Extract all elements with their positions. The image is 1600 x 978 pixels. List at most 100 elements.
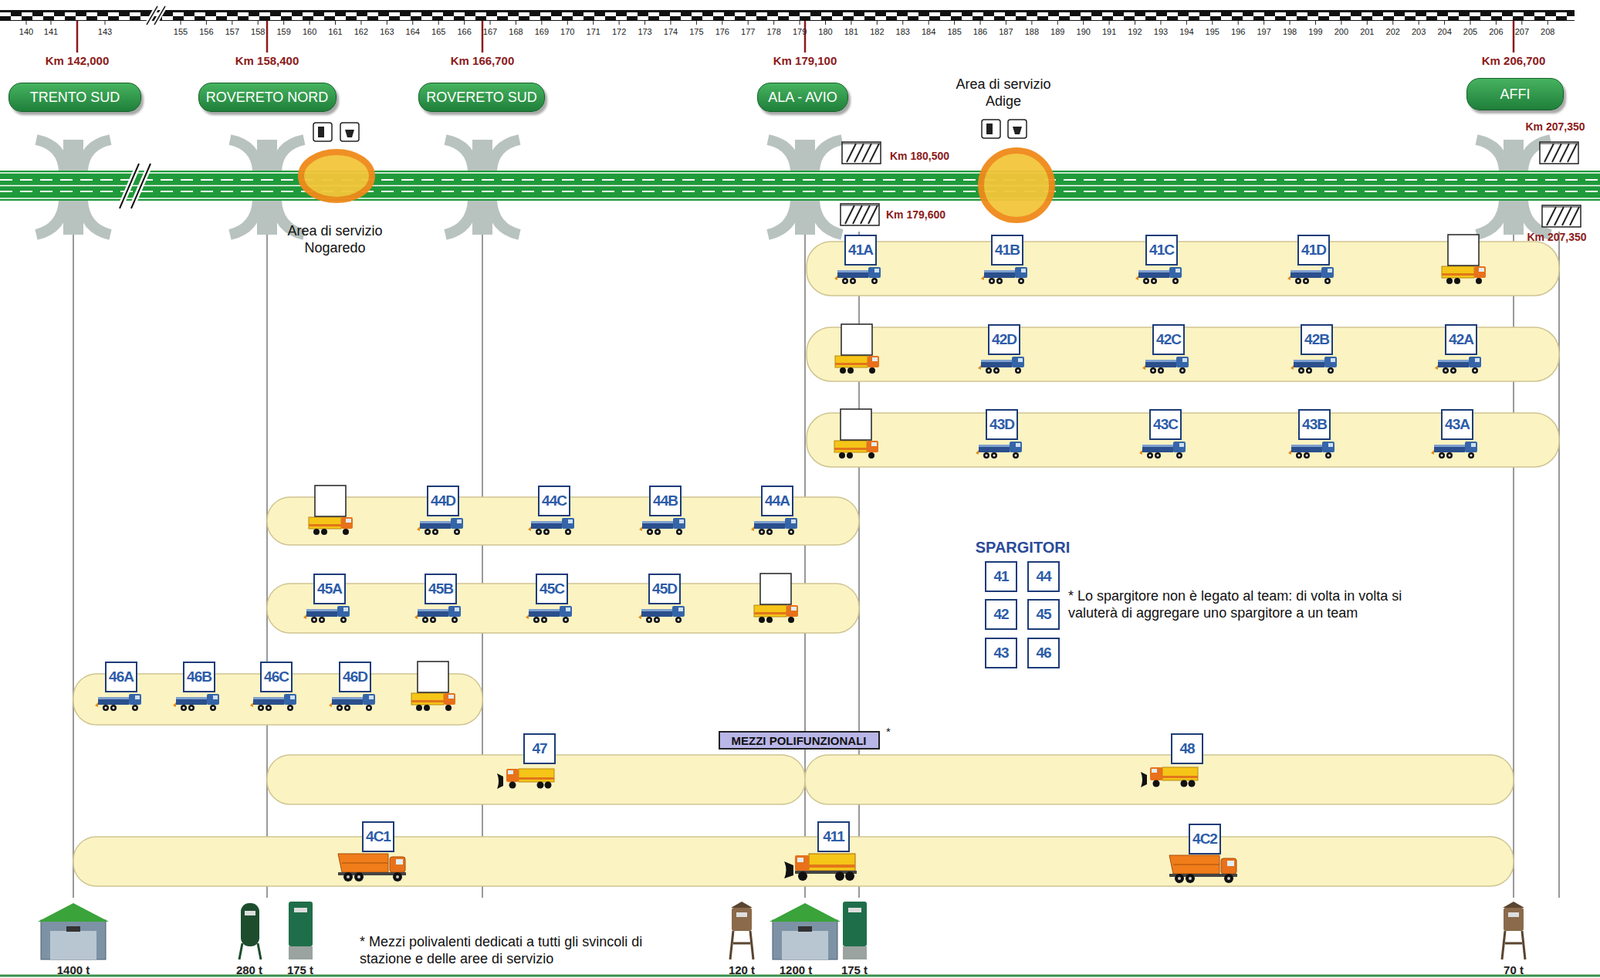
truck [328, 693, 376, 711]
callout-number: 44A [761, 485, 794, 517]
legend-title: SPARGITORI [975, 538, 1071, 557]
ruler-tick [50, 20, 52, 25]
node-text: 43C [1153, 416, 1178, 433]
node-text: MEZZI POLIFUNZIONALI [731, 734, 867, 748]
lane-line [0, 190, 1600, 193]
ruler-break [146, 6, 166, 25]
ruler-tick [1495, 20, 1497, 25]
station-box: ALA - AVIO [757, 82, 849, 112]
ruler-tick [541, 20, 542, 25]
ruler-number: 188 [1024, 27, 1039, 37]
callout-number: 42B [1300, 324, 1333, 356]
storage-capacity: 175 t [841, 963, 868, 977]
callout-number: 46D [338, 661, 372, 693]
truck [1169, 855, 1238, 883]
km-marker: Km 166,700 [450, 54, 515, 68]
ruler-tick [1109, 20, 1110, 25]
lane-line [0, 179, 1600, 181]
node-text: 46B [186, 668, 212, 686]
ruler-tick [850, 20, 852, 25]
truck [750, 517, 798, 535]
ruler-break [146, 6, 166, 25]
km-marker: Km 179,100 [773, 54, 838, 68]
callout-number: 41A [844, 234, 877, 266]
node-text: 44D [430, 492, 456, 510]
lane-line [0, 185, 1600, 187]
truck [1290, 356, 1337, 374]
truck [411, 693, 456, 711]
truck [784, 853, 857, 881]
node-text: 47 [531, 740, 547, 758]
callout-number: 41B [991, 234, 1024, 266]
ruler-tick [1547, 20, 1549, 25]
callout-number: 47 [523, 733, 556, 765]
ruler-tick [1366, 20, 1368, 25]
node-text: 43 [993, 644, 1009, 662]
ruler-number: 180 [818, 27, 833, 37]
truck [308, 517, 353, 535]
ruler-tick [334, 20, 336, 25]
ruler-number: 197 [1256, 27, 1271, 37]
depot [37, 901, 1526, 960]
node-text: 42D [991, 331, 1017, 349]
truck [416, 517, 464, 535]
ruler-tick [1315, 20, 1316, 25]
ruler-number: 182 [869, 27, 884, 37]
ruler-number: 170 [560, 27, 575, 37]
callout-number: 4C2 [1188, 823, 1222, 855]
ruler-bar [0, 10, 1575, 21]
ruler-number: 155 [173, 27, 188, 37]
km-marker: Km 142,000 [45, 54, 110, 68]
ruler-tick [463, 20, 465, 25]
team-band [73, 241, 1560, 887]
ruler-number: 202 [1386, 27, 1401, 37]
ruler-tick [283, 20, 285, 25]
ruler-number: 166 [456, 27, 471, 37]
node-text: 46C [263, 668, 289, 686]
km-marker: Km 158,400 [235, 54, 300, 68]
node-text: 45 [1035, 605, 1051, 623]
node-text: AFFI [1500, 86, 1531, 103]
callout-number: 45B [424, 573, 457, 605]
truck [414, 605, 461, 623]
truck [638, 605, 685, 623]
node-text: 41D [1301, 241, 1327, 259]
node-text: 43B [1302, 416, 1327, 433]
truck [1139, 441, 1186, 459]
ruler-tick [412, 20, 413, 25]
ruler-tick [1005, 20, 1007, 25]
service-area-name: Area di servizio Nogaredo [277, 223, 393, 257]
highway [0, 170, 1600, 201]
ruler-tick [876, 20, 878, 25]
node-text: 43D [989, 416, 1015, 433]
ruler-tick [1444, 20, 1445, 25]
ruler-tick [309, 20, 311, 25]
truck [639, 517, 686, 535]
ruler-tick [1031, 20, 1032, 25]
callout-number: 411 [817, 821, 850, 853]
ruler-number: 181 [844, 27, 859, 37]
node-text: 43A [1444, 416, 1470, 433]
ruler-number: 164 [405, 27, 420, 37]
callout-number: 43 [984, 637, 1018, 669]
ruler-number: 190 [1076, 27, 1091, 37]
ruler-number: 208 [1540, 27, 1555, 37]
node-text: 45D [652, 580, 677, 598]
ruler-number: 178 [766, 27, 781, 37]
ruler-number: 160 [302, 27, 317, 37]
barrier-km: Km 180,500 [889, 149, 950, 163]
ruler-number: 205 [1463, 27, 1478, 37]
guide-lines [73, 223, 1560, 898]
blank-box [841, 324, 873, 356]
ruler-number: 163 [379, 27, 394, 37]
ruler-number: 168 [508, 27, 523, 37]
ruler-number: 175 [689, 27, 704, 37]
highway-break [119, 163, 151, 209]
callout-number: 45 [1027, 598, 1060, 630]
barrier-km: Km 179,600 [886, 208, 946, 221]
ruler-tick [231, 20, 233, 25]
truck [1434, 356, 1482, 374]
callout-number: 46A [104, 661, 138, 693]
